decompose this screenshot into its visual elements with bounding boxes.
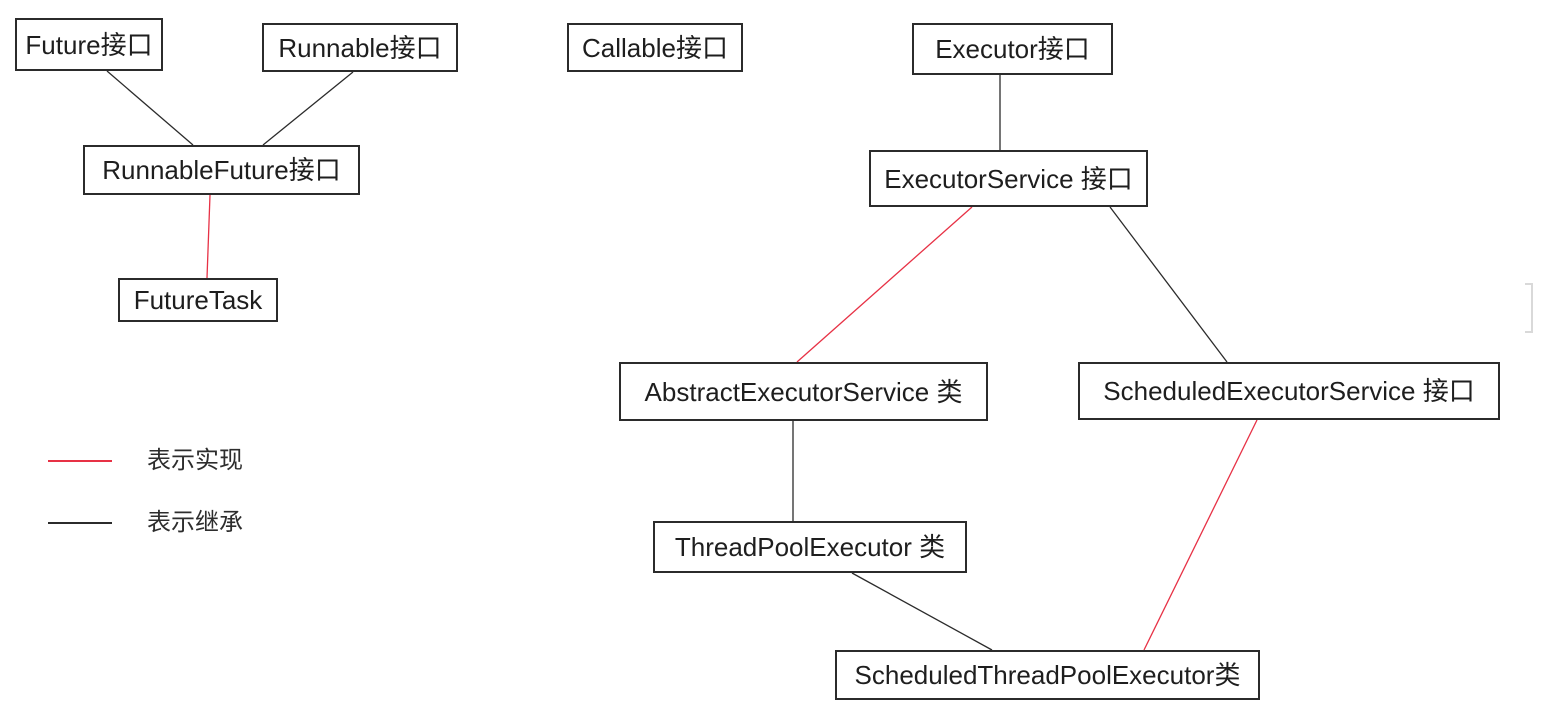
extends-line-swatch bbox=[48, 522, 112, 524]
node-scheduled-thread-pool-executor: ScheduledThreadPoolExecutor类 bbox=[835, 650, 1260, 700]
node-executor-service: ExecutorService 接口 bbox=[869, 150, 1148, 207]
node-future-task: FutureTask bbox=[118, 278, 278, 322]
edge-runnablefuture-to-futuretask bbox=[206, 194, 211, 279]
edge-future-to-runnablefuture bbox=[106, 70, 194, 146]
node-abstract-executor-service: AbstractExecutorService 类 bbox=[619, 362, 988, 421]
legend: 表示实现 表示继承 bbox=[48, 449, 243, 573]
right-edge-bracket-artifact bbox=[1525, 283, 1533, 333]
legend-label-implements: 表示实现 bbox=[147, 447, 243, 474]
edge-executorservice-to-abstractexecutorservice bbox=[796, 206, 973, 363]
legend-label-extends: 表示继承 bbox=[147, 509, 243, 536]
edge-threadpool-to-scheduledthreadpool bbox=[851, 572, 993, 651]
node-callable: Callable接口 bbox=[567, 23, 743, 72]
node-executor: Executor接口 bbox=[912, 23, 1113, 75]
legend-item-implements: 表示实现 bbox=[48, 449, 243, 473]
node-thread-pool-executor: ThreadPoolExecutor 类 bbox=[653, 521, 967, 573]
node-runnable: Runnable接口 bbox=[262, 23, 458, 72]
node-future: Future接口 bbox=[15, 18, 163, 71]
legend-item-extends: 表示继承 bbox=[48, 511, 243, 535]
edge-scheduledexecservice-to-scheduledthreadpool bbox=[1143, 419, 1258, 651]
node-scheduled-executor-service: ScheduledExecutorService 接口 bbox=[1078, 362, 1500, 420]
implements-line-swatch bbox=[48, 460, 112, 462]
edge-executorservice-to-scheduledexecutorservice bbox=[1109, 206, 1228, 363]
edge-runnable-to-runnablefuture bbox=[262, 71, 354, 146]
node-runnable-future: RunnableFuture接口 bbox=[83, 145, 360, 195]
